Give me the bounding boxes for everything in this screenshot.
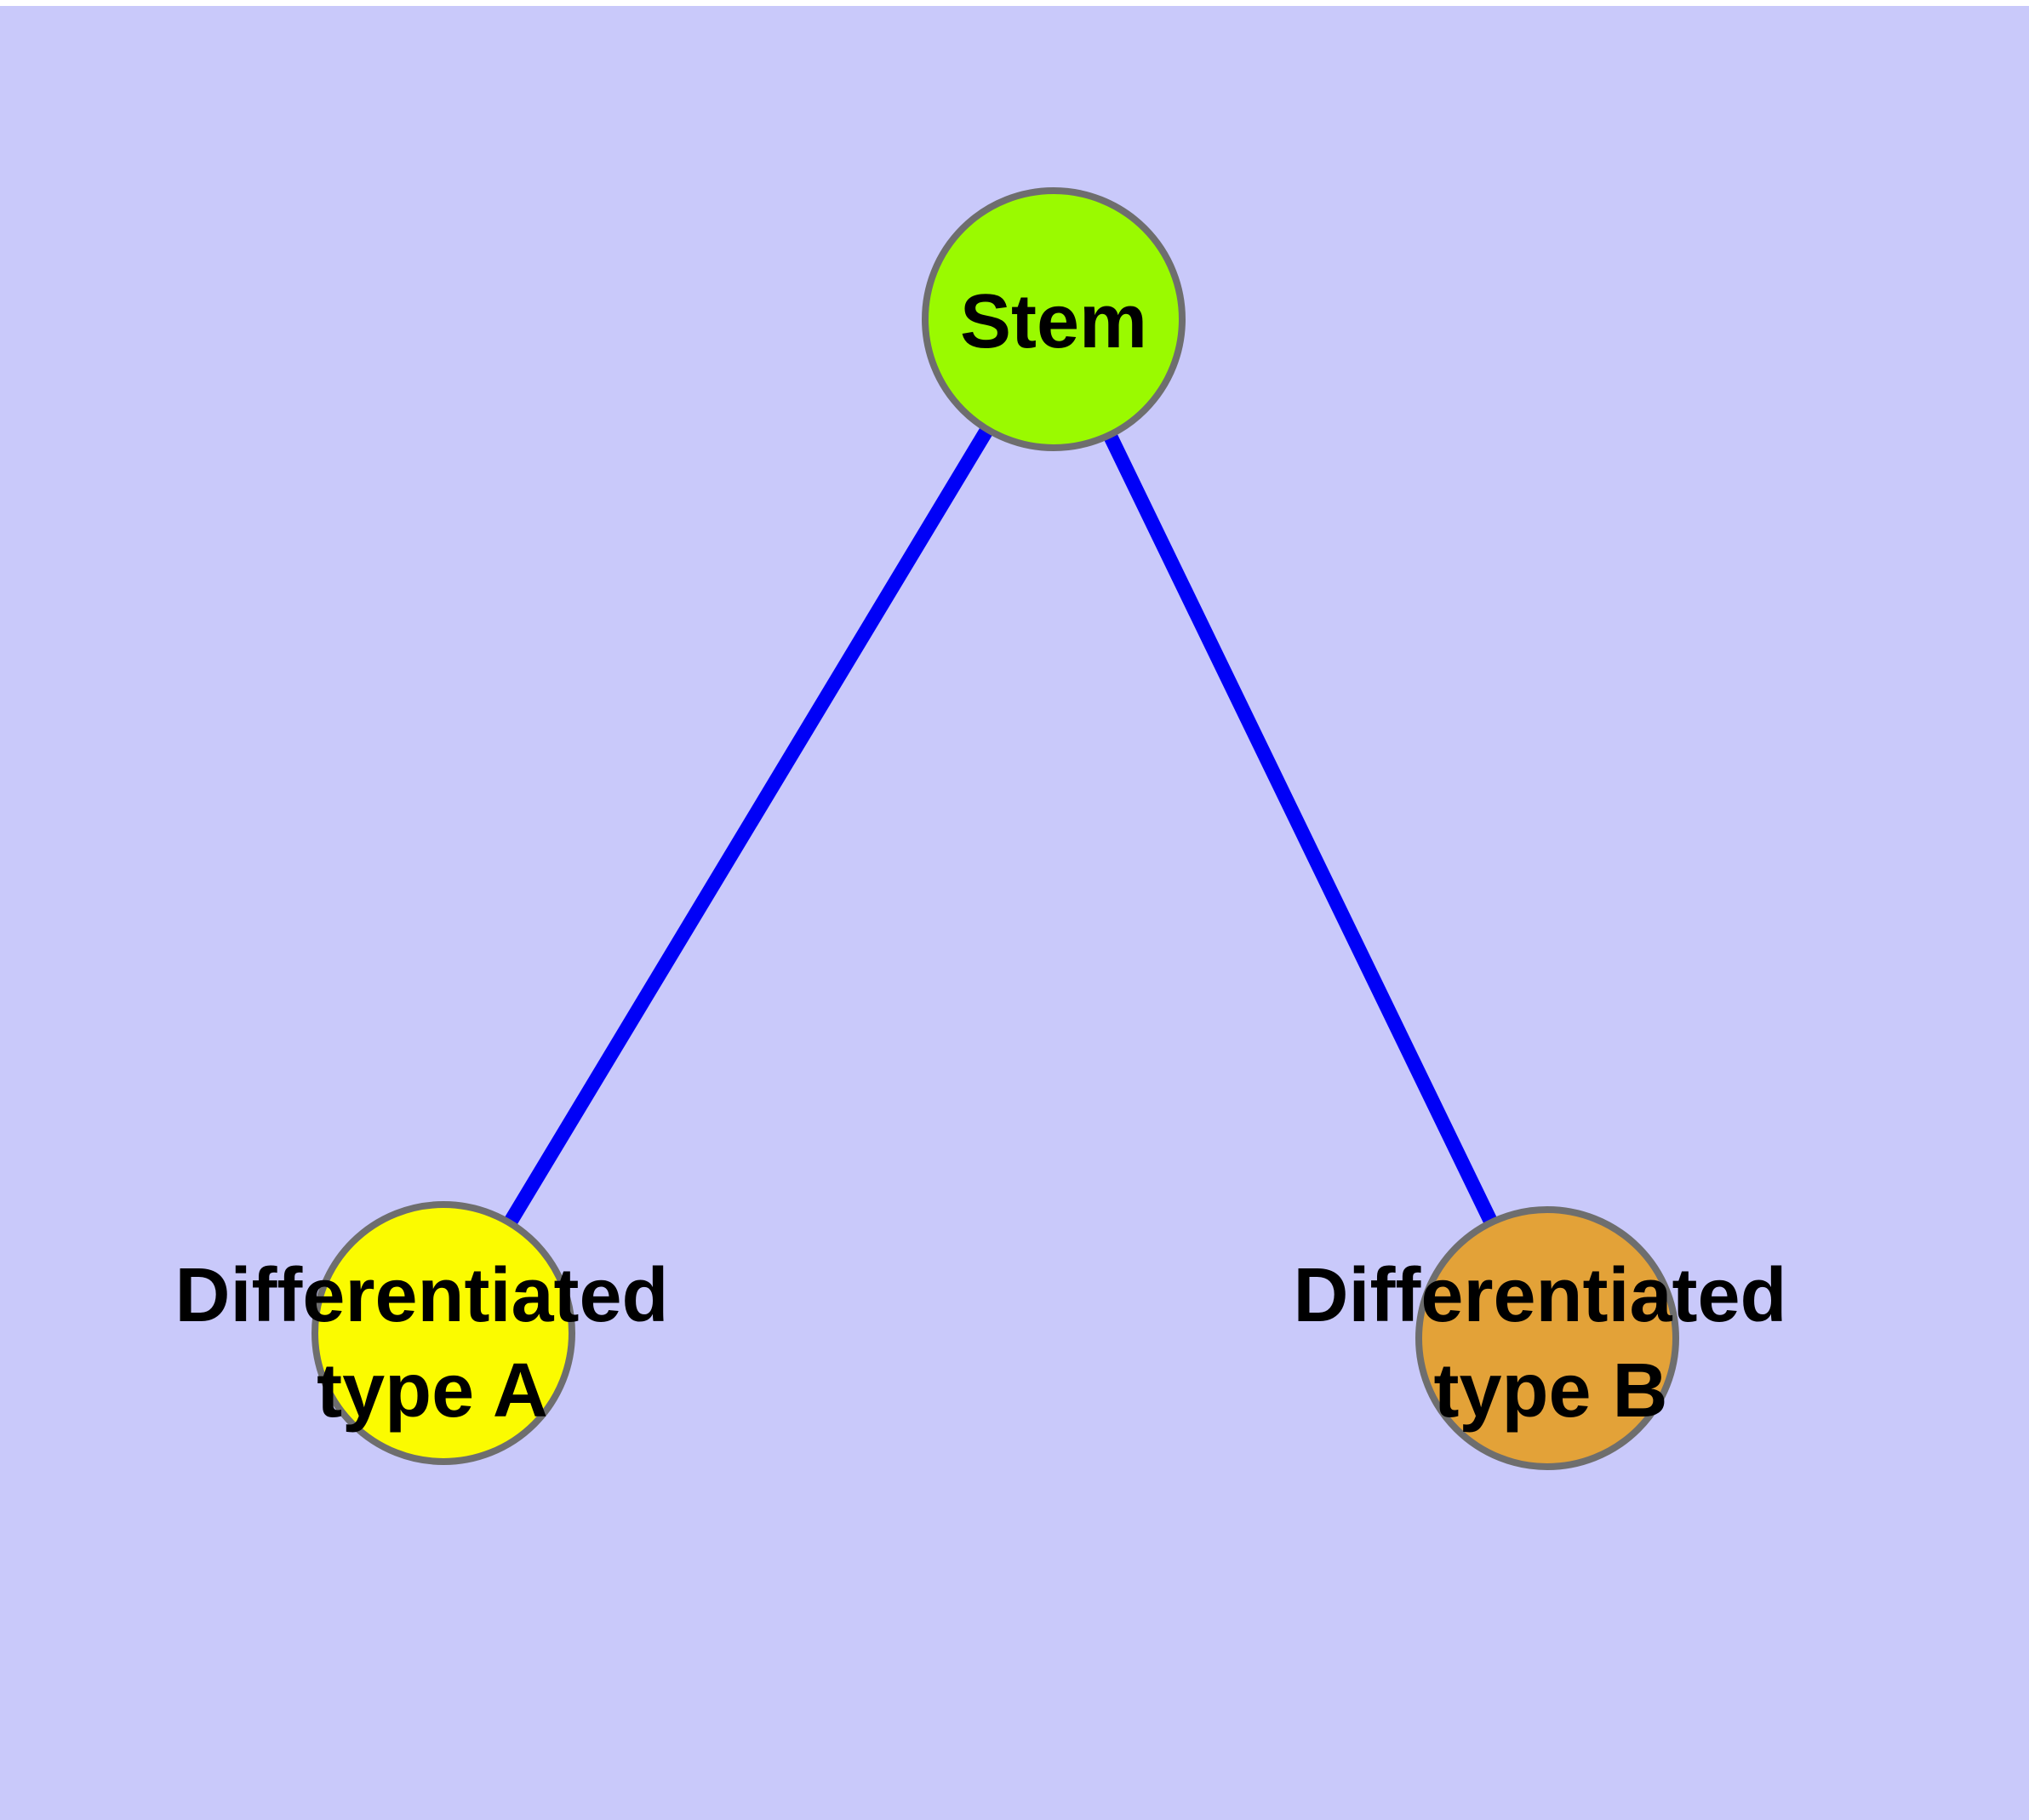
node-type-b-label-line2: type B — [1433, 1348, 1667, 1434]
node-type-b-circle — [1415, 1206, 1679, 1470]
node-stem-circle — [922, 187, 1186, 451]
top-border-strip — [0, 0, 2029, 6]
node-type-b-label: Differentiated type B — [1293, 1253, 1808, 1434]
edge-stem-to-type-a — [437, 315, 1060, 1337]
node-type-a-label-line2: type A — [317, 1348, 548, 1434]
node-stem-label: Stem — [960, 279, 1147, 364]
node-type-a-label: Differentiated type A — [174, 1253, 689, 1434]
edge-stem-to-type-b — [1047, 316, 1554, 1342]
node-type-a-label-line1: Differentiated — [174, 1253, 668, 1338]
node-type-b-label-line1: Differentiated — [1293, 1253, 1786, 1338]
node-type-a-circle — [311, 1201, 575, 1465]
